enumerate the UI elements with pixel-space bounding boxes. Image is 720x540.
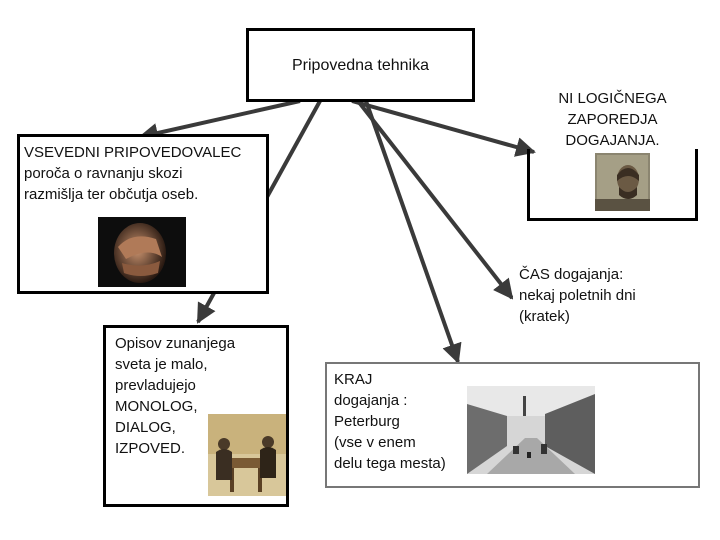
outer-line-2: sveta je malo, [115, 356, 208, 373]
order-line-3: DOGAJANJA. [565, 132, 660, 149]
edge-root-narrator [138, 99, 301, 143]
order-line-2: ZAPOREDJA [567, 111, 658, 128]
outer-line-1: Opisov zunanjega [115, 335, 236, 352]
place-text: KRAJ dogajanja : Peterburg (vse v enem d… [334, 369, 464, 474]
place-line-2: dogajanja : [334, 392, 408, 409]
outer-text: Opisov zunanjega sveta je malo, prevladu… [115, 333, 285, 459]
root-title: Pripovedna tehnika [292, 57, 429, 74]
order-frame [527, 149, 698, 221]
place-node: KRAJ dogajanja : Peterburg (vse v enem d… [325, 362, 700, 488]
edge-root-time [356, 99, 514, 300]
place-line-5: delu tega mesta) [334, 455, 446, 472]
order-node: NI LOGIČNEGA ZAPOREDJA DOGAJANJA. [529, 88, 696, 221]
order-text: NI LOGIČNEGA ZAPOREDJA DOGAJANJA. [529, 88, 696, 151]
outer-line-3: prevladujejo [115, 377, 196, 394]
time-text: ČAS dogajanja: nekaj poletnih dni (krate… [519, 264, 701, 327]
peterburg-street-photo [467, 386, 595, 474]
place-line-4: (vse v enem [334, 434, 416, 451]
edge-root-place [364, 100, 462, 364]
outer-line-6: IZPOVED. [115, 440, 186, 457]
outer-line-4: MONOLOG, [115, 398, 198, 415]
narrator-node: VSEVEDNI PRIPOVEDOVALEC poroča o ravnanj… [17, 134, 269, 294]
time-line-2: nekaj poletnih dni [519, 287, 636, 304]
narrator-text: VSEVEDNI PRIPOVEDOVALEC poroča o ravnanj… [24, 142, 268, 205]
time-node: ČAS dogajanja: nekaj poletnih dni (krate… [513, 262, 703, 338]
narrator-line-3: razmišlja ter občutja oseb. [24, 186, 199, 203]
time-line-1: ČAS dogajanja: [519, 266, 624, 283]
distressed-man-photo [98, 217, 186, 287]
order-line-1: NI LOGIČNEGA [558, 90, 667, 107]
time-line-3: (kratek) [519, 308, 570, 325]
narrator-line-1: VSEVEDNI PRIPOVEDOVALEC [24, 144, 242, 161]
man-portrait-painting [595, 153, 650, 211]
place-line-1: KRAJ [334, 371, 373, 388]
outer-node: Opisov zunanjega sveta je malo, prevladu… [103, 325, 289, 507]
two-men-at-table-painting [208, 414, 286, 496]
narrator-line-2: poroča o ravnanju skozi [24, 165, 183, 182]
place-line-3: Peterburg [334, 413, 400, 430]
edge-root-order [351, 99, 536, 157]
root-node: Pripovedna tehnika [246, 28, 475, 102]
outer-line-5: DIALOG, [115, 419, 176, 436]
